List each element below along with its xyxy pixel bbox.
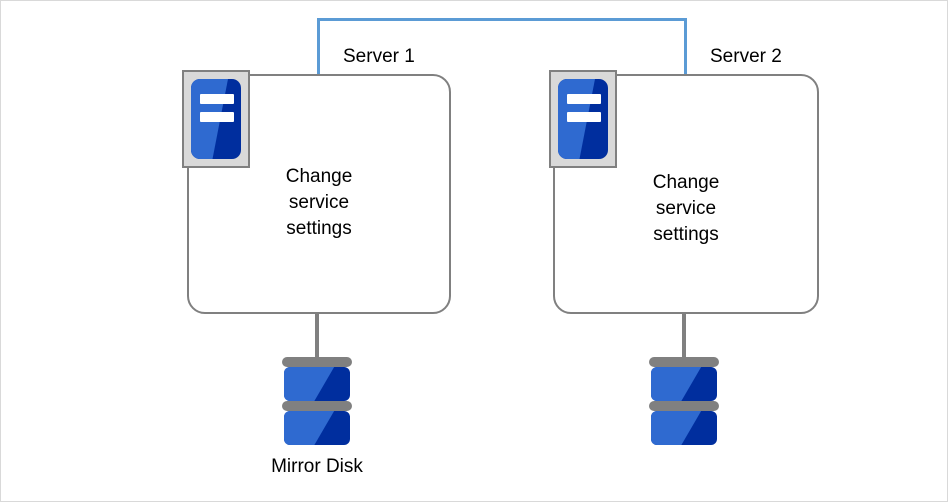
- disk-platter-middle: [282, 401, 352, 411]
- server-icon: [182, 70, 250, 168]
- server-2-to-disk-connector: [682, 314, 686, 361]
- server-2-body-text: Change service settings: [555, 170, 817, 247]
- disk-stack-icon: [649, 357, 719, 449]
- interconnect-vertical-right-segment: [684, 18, 687, 74]
- disk-block-highlight: [284, 411, 335, 445]
- server-2-label: Server 2: [710, 46, 782, 67]
- server-icon: [549, 70, 617, 168]
- disk-block-upper: [651, 367, 717, 401]
- disk-block-lower: [284, 411, 350, 445]
- disk-platter-top: [282, 357, 352, 367]
- server-icon-slot-bar-bottom: [200, 112, 234, 122]
- interconnect-horizontal-segment: [317, 18, 687, 21]
- disk-block-highlight: [651, 367, 702, 401]
- server-2-body-line-3: settings: [653, 223, 719, 245]
- server-2-body-line-1: Change: [652, 172, 720, 193]
- server-icon-slot-bar-top: [567, 94, 601, 104]
- server-icon-body: [558, 79, 608, 159]
- disk-platter-middle: [649, 401, 719, 411]
- disk-block-lower: [651, 411, 717, 445]
- server-icon-slot-bar-top: [200, 94, 234, 104]
- server-icon-body: [191, 79, 241, 159]
- disk-platter-top: [649, 357, 719, 367]
- server-1-to-disk-connector: [315, 314, 319, 361]
- server-1-body-line-1: Change: [285, 166, 353, 187]
- server-1-body-text: Change service settings: [189, 164, 449, 241]
- server-2-body-line-2: service: [655, 197, 717, 219]
- disk-block-upper: [284, 367, 350, 401]
- server-1-label: Server 1: [343, 46, 415, 67]
- server-1-body-line-3: settings: [286, 217, 352, 239]
- interconnect-vertical-left-segment: [317, 18, 320, 74]
- disk-block-highlight: [651, 411, 702, 445]
- disk-block-highlight: [284, 367, 335, 401]
- disk-stack-icon: [282, 357, 352, 449]
- server-1-body-line-2: service: [288, 191, 350, 213]
- mirror-disk-label: Mirror Disk: [271, 456, 363, 477]
- server-icon-slot-bar-bottom: [567, 112, 601, 122]
